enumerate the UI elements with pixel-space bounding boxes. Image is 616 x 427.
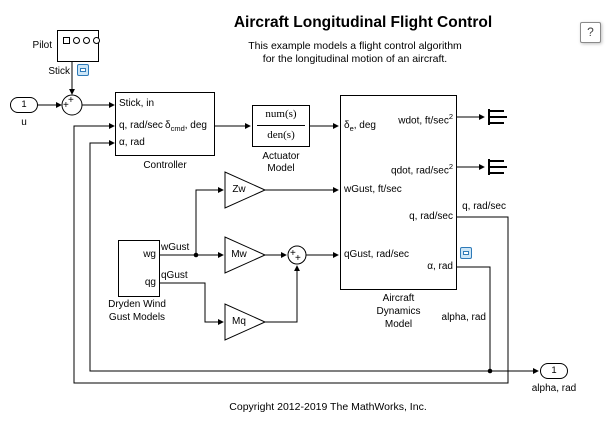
aircraft-port-out-q: q, rad/sec — [409, 211, 453, 222]
terminator-icon-wdot[interactable] — [488, 109, 507, 125]
subtitle-line-2: for the longitudinal motion of an aircra… — [262, 53, 448, 65]
page-title: Aircraft Longitudinal Flight Control — [233, 14, 493, 31]
inport-u[interactable]: 1 — [10, 97, 38, 113]
aircraft-port-in-qgust: qGust, rad/sec — [344, 249, 410, 260]
gain-mw-label: Mw — [231, 249, 247, 260]
controller-block-label: Controller — [143, 160, 187, 171]
viewer-badge-alpha[interactable] — [460, 247, 472, 259]
dryden-port-wg: wg — [143, 249, 156, 260]
gain-zw-label: Zw — [232, 184, 246, 195]
outport-alpha[interactable]: 1 — [540, 363, 568, 379]
aircraft-port-out-wdot: wdot, ft/sec2 — [398, 112, 453, 127]
dryden-block-label-2: Gust Models — [108, 312, 166, 323]
junction-dot-wgust — [193, 252, 199, 258]
controller-port-out-dcmd: δcmd, deg — [165, 120, 207, 133]
signal-label-wgust: wGust — [161, 242, 190, 253]
aircraft-port-in-wgust: wGust, ft/sec — [344, 184, 402, 195]
signal-label-alpha: alpha, rad — [441, 312, 486, 323]
help-button[interactable]: ? — [580, 22, 601, 43]
controller-port-in-alpha: α, rad — [119, 137, 145, 148]
signal-label-q: q, rad/sec — [462, 201, 506, 212]
copyright-text: Copyright 2012-2019 The MathWorks, Inc. — [229, 401, 427, 413]
dryden-block-label-1: Dryden Wind — [108, 299, 166, 310]
terminator-icon-qdot[interactable] — [488, 159, 507, 175]
controller-port-in-stick: Stick, in — [119, 98, 155, 109]
gain-mq-label: Mq — [232, 316, 246, 327]
aircraft-port-out-alpha: α, rad — [427, 261, 453, 272]
actuator-block-label-2: Model — [267, 163, 295, 174]
sum1-plus-left: + — [63, 100, 69, 111]
subtitle-line-1: This example models a flight control alg… — [248, 40, 462, 52]
actuator-fraction-bar — [257, 125, 305, 126]
dryden-port-qg: qg — [144, 277, 156, 288]
actuator-numerator: num(s) — [265, 108, 297, 120]
actuator-block-label-1: Actuator — [262, 151, 300, 162]
outport-alpha-label: alpha, rad — [531, 383, 577, 394]
pilot-block[interactable] — [57, 30, 100, 62]
actuator-denominator: den(s) — [267, 129, 295, 141]
inport-u-label: u — [21, 117, 27, 128]
signal-label-qgust: qGust — [161, 270, 188, 281]
aircraft-port-out-qdot: qdot, rad/sec2 — [391, 162, 453, 177]
viewer-badge-stick[interactable] — [77, 64, 89, 76]
junction-dot-alpha — [487, 368, 493, 374]
pilot-block-icon — [63, 37, 100, 44]
stick-signal-label: Stick — [48, 66, 70, 77]
aircraft-block-label-1: Aircraft — [382, 293, 415, 304]
sum2-plus-bottom: + — [295, 253, 301, 264]
pilot-block-name: Pilot — [32, 40, 52, 51]
wire-mq-to-sum2[interactable] — [265, 265, 300, 323]
